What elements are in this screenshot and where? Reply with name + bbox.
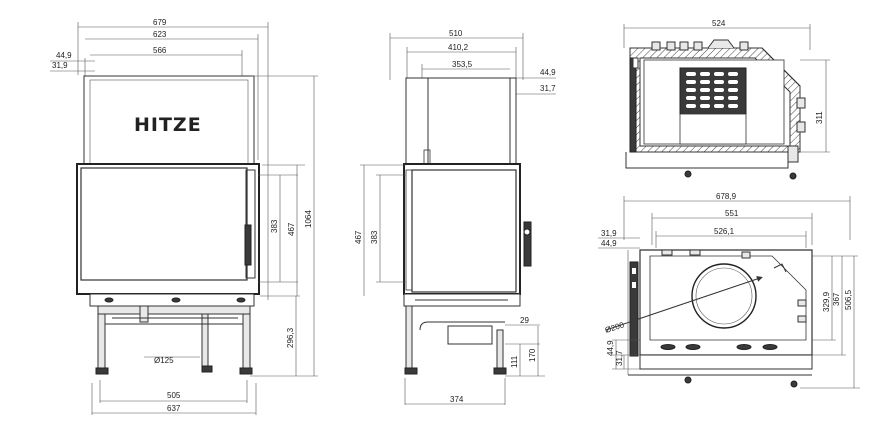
side-door-height: 467 — [354, 230, 363, 244]
plan-offset-b: 44,9 — [601, 239, 617, 248]
front-door-height: 467 — [287, 222, 296, 236]
top-width: 524 — [712, 19, 726, 28]
door-handle — [244, 224, 252, 266]
side-air-inlet-height: 111 — [510, 355, 519, 368]
side-door-handle — [523, 221, 532, 267]
front-door-width: 566 — [153, 46, 167, 55]
front-base-outer-width: 637 — [167, 404, 181, 413]
top-section-view: 524 — [623, 19, 830, 180]
plan-view: 678,9 551 526,1 31,9 44,9 Ø200 — [598, 192, 860, 389]
front-body-width: 623 — [153, 30, 167, 39]
plan-depth-c: 506,5 — [844, 289, 853, 310]
side-small-offset: 29 — [520, 316, 529, 325]
front-offset-b: 31,9 — [52, 61, 68, 70]
flue-outlet — [691, 263, 757, 329]
front-view: 679 623 566 44,9 31,9 HITZE 383 467 1064 — [50, 18, 318, 415]
plan-front-offset-b: 31,7 — [615, 350, 624, 366]
front-flue-diameter: Ø125 — [154, 356, 174, 365]
top-height: 311 — [815, 111, 824, 124]
plan-inner-width: 551 — [725, 209, 739, 218]
plan-hearth-width: 526,1 — [714, 227, 735, 236]
front-offset-a: 44,9 — [56, 51, 72, 60]
front-base-inner-width: 505 — [167, 391, 181, 400]
plan-offset-a: 31,9 — [601, 229, 617, 238]
plan-front-offset-a: 44,9 — [606, 340, 615, 356]
front-stand-height: 296,3 — [286, 327, 295, 348]
plan-overall-width: 678,9 — [716, 192, 737, 201]
side-body-depth: 410,2 — [448, 43, 469, 52]
side-air-inlet-top: 170 — [528, 348, 537, 362]
front-total-height: 1064 — [304, 210, 313, 228]
plan-depth-a: 329,9 — [822, 291, 831, 312]
side-top-depth: 353,5 — [452, 60, 473, 69]
side-offset-b: 31,7 — [540, 84, 556, 93]
side-view: 510 410,2 353,5 44,9 31,7 467 383 — [354, 29, 556, 405]
side-overall-depth: 510 — [449, 29, 463, 38]
side-offset-a: 44,9 — [540, 68, 556, 77]
side-base-depth: 374 — [450, 395, 464, 404]
brand-logo: HITZE — [134, 114, 202, 136]
front-glass-height: 383 — [270, 219, 279, 233]
side-glass-height: 383 — [370, 230, 379, 244]
front-overall-width: 679 — [153, 18, 167, 27]
plan-flue-diameter: Ø200 — [604, 320, 626, 335]
plan-depth-b: 367 — [832, 292, 841, 306]
